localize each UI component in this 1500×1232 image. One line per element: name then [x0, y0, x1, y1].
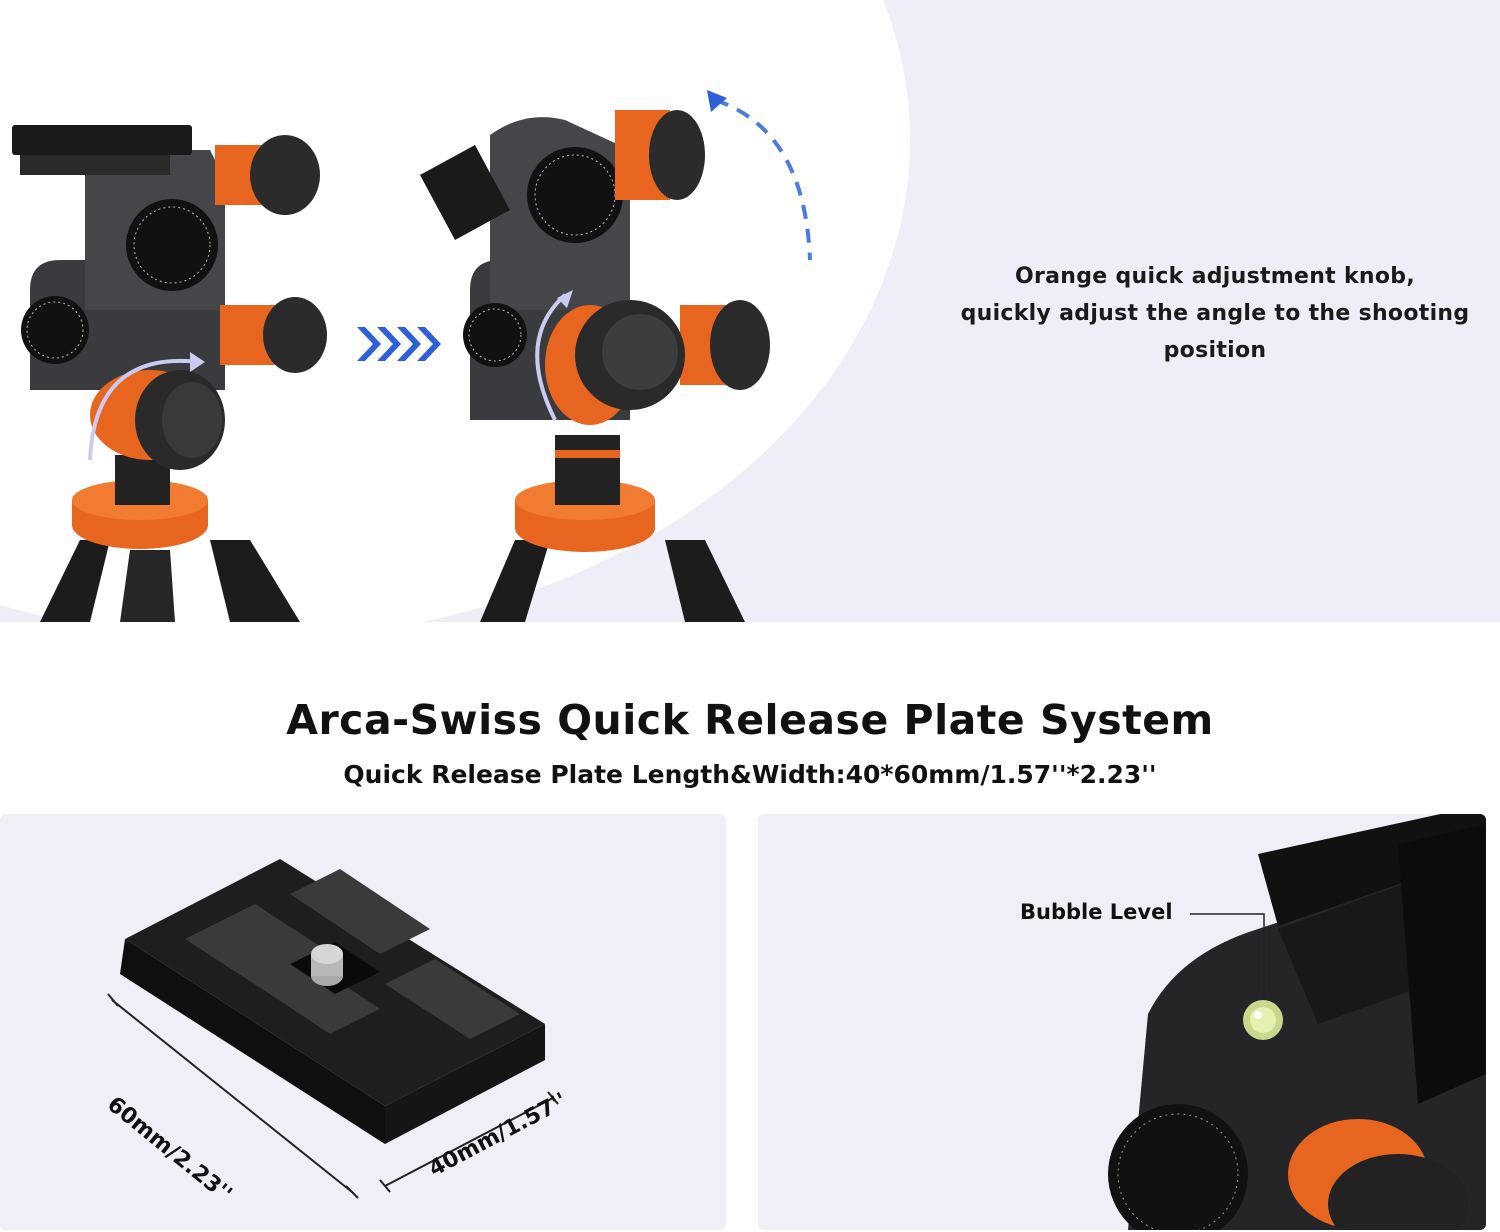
caption-line-1: Orange quick adjustment knob,	[1015, 264, 1415, 289]
quick-release-plate-panel: 60mm/2.23'' 40mm/1.57''	[0, 814, 726, 1230]
tripod-head-after-image	[420, 90, 812, 622]
section-subtitle: Quick Release Plate Length&Width:40*60mm…	[343, 760, 1157, 789]
bubble-level-panel: Bubble Level	[758, 814, 1486, 1230]
section-title: Arca-Swiss Quick Release Plate System	[286, 696, 1214, 744]
tripod-head-before-image	[12, 125, 327, 622]
quick-release-plate-image	[107, 859, 559, 1199]
caption-line-3: position	[1163, 338, 1267, 363]
knob-caption: Orange quick adjustment knob, quickly ad…	[930, 258, 1500, 369]
top-banner: Orange quick adjustment knob, quickly ad…	[0, 0, 1500, 622]
chevron-right-arrows-icon	[357, 327, 441, 361]
bubble-level-closeup-image	[1108, 814, 1486, 1230]
bubble-level-label: Bubble Level	[1020, 900, 1173, 924]
caption-line-2: quickly adjust the angle to the shooting	[960, 301, 1470, 326]
